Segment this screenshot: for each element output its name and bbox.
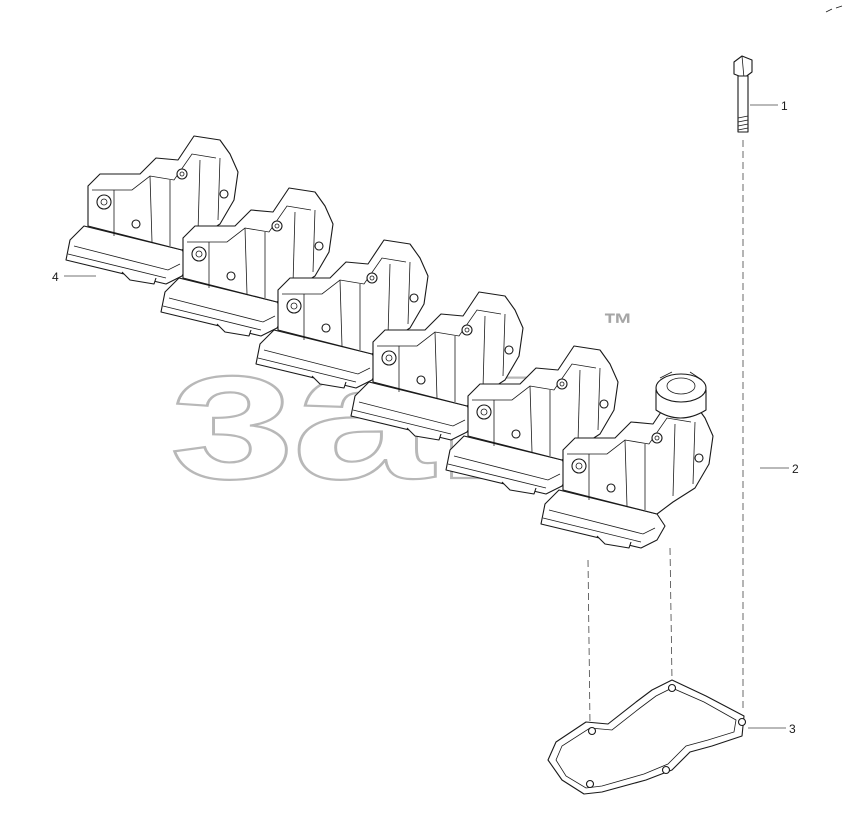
bolt (733, 55, 753, 133)
callout-2-label: 2 (792, 462, 799, 476)
callout-2: 2 (760, 462, 799, 476)
callout-1-label: 1 (781, 99, 788, 113)
callout-4-label: 4 (52, 270, 59, 284)
gasket (547, 679, 747, 795)
assembly-lines (587, 140, 744, 725)
callout-3-label: 3 (789, 722, 796, 736)
watermark-trademark: ™ (603, 308, 633, 341)
callout-3: 3 (748, 722, 796, 736)
callout-1: 1 (750, 99, 788, 113)
callout-4: 4 (52, 270, 96, 284)
oil-filler-cap (655, 371, 707, 419)
corner-mark (825, 5, 843, 13)
